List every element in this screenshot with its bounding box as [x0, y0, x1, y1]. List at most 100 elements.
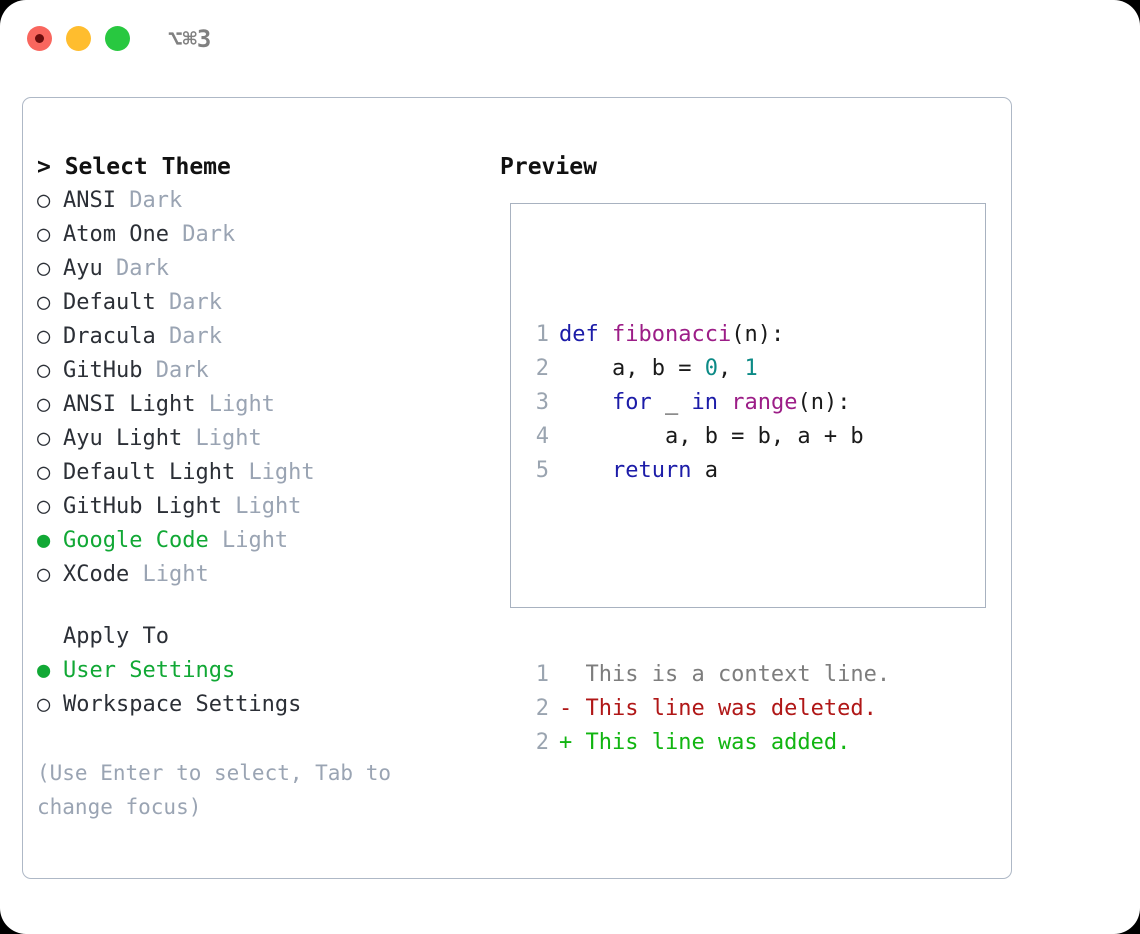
apply-to-option-label: User Settings	[63, 658, 236, 683]
diff-line-text: This is a context line.	[559, 662, 891, 687]
apply-to-option[interactable]: ○Workspace Settings	[37, 688, 477, 722]
line-number: 1	[535, 662, 549, 687]
keyboard-hint-text: (Use Enter to select, Tab to change focu…	[37, 761, 392, 819]
theme-option[interactable]: ○XCode Light	[37, 558, 477, 592]
radio-unselected-icon: ○	[37, 188, 51, 213]
radio-selected-icon: ●	[37, 528, 51, 553]
radio-unselected-icon: ○	[37, 494, 51, 519]
line-number: 2	[535, 730, 549, 755]
diff-lines: 1 This is a context line. 2 - This line wa…	[523, 658, 890, 760]
title-bar: ⌥⌘3	[0, 0, 1140, 78]
code-token: _	[651, 390, 692, 415]
select-theme-heading: > Select Theme	[37, 154, 231, 180]
code-line: 2 a, b = 0, 1	[523, 352, 890, 386]
code-token: (n):	[797, 390, 851, 415]
theme-option[interactable]: ○ Default Dark	[37, 286, 477, 320]
close-button-icon[interactable]	[27, 26, 52, 51]
theme-variant-tag: Dark	[116, 256, 169, 281]
theme-list: ○ANSI Dark○Atom One Dark○Ayu Dark○Defaul…	[37, 184, 477, 592]
theme-option[interactable]: ○ GitHub Dark	[37, 354, 477, 388]
code-token: a, b = b, a + b	[559, 424, 864, 449]
maximize-button-icon[interactable]	[105, 26, 130, 51]
spacer	[37, 592, 477, 620]
code-token: (n):	[731, 322, 785, 347]
radio-unselected-icon: ○	[37, 222, 51, 247]
code-line: 5 return a	[523, 454, 890, 488]
theme-option[interactable]: ○Dracula Dark	[37, 320, 477, 354]
theme-variant-tag: Light	[208, 392, 275, 417]
theme-variant-tag: Light	[195, 426, 262, 451]
theme-variant-tag: Dark	[182, 222, 236, 247]
spacer	[37, 722, 477, 756]
theme-option[interactable]: ○ ANSI Dark	[37, 184, 477, 218]
code-token: return	[611, 458, 692, 483]
line-number: 5	[535, 458, 549, 483]
apply-to-option[interactable]: ● User Settings	[37, 654, 477, 688]
theme-picker: > Select Theme ○ANSI Dark○Atom One Dark○…	[37, 150, 477, 824]
theme-option[interactable]: ○Ayu Dark	[37, 252, 477, 286]
theme-option-label: ANSI Light	[63, 392, 196, 417]
code-token: 0	[704, 356, 718, 381]
diff-line: 2 - This line was deleted.	[523, 692, 890, 726]
preview-box	[510, 203, 986, 608]
radio-unselected-icon: ○	[37, 562, 51, 587]
theme-option[interactable]: ○GitHub Light Light	[37, 490, 477, 524]
theme-option-label: Atom One	[63, 222, 169, 247]
blank-line	[523, 556, 890, 590]
code-token: def	[559, 322, 612, 347]
preview-section: Preview	[500, 150, 597, 184]
radio-selected-icon: ●	[37, 658, 51, 683]
theme-option[interactable]: ○ Atom One Dark	[37, 218, 477, 252]
code-token: in	[691, 390, 718, 415]
theme-variant-tag: Dark	[155, 358, 209, 383]
theme-variant-tag: Dark	[129, 188, 183, 213]
theme-option-label: Ayu Light	[63, 426, 183, 451]
diff-line-text: - This line was deleted.	[559, 696, 877, 721]
radio-unselected-icon: ○	[37, 392, 51, 417]
radio-unselected-icon: ○	[37, 460, 51, 485]
theme-option[interactable]: ● Google Code Light	[37, 524, 477, 558]
apply-to-option-label: Workspace Settings	[63, 692, 302, 717]
theme-option-label: ANSI	[63, 188, 116, 213]
code-token: for	[611, 390, 652, 415]
radio-unselected-icon: ○	[37, 290, 51, 315]
theme-option[interactable]: ○ Default Light Light	[37, 456, 477, 490]
apply-to-heading: Apply To	[63, 624, 169, 649]
theme-variant-tag: Light	[248, 460, 315, 485]
preview-heading: Preview	[500, 154, 597, 180]
minimize-button-icon[interactable]	[66, 26, 91, 51]
theme-variant-tag: Light	[221, 528, 289, 553]
code-token: a, b =	[559, 356, 705, 381]
code-token	[559, 390, 612, 415]
keyboard-shortcut-label: ⌥⌘3	[168, 25, 212, 53]
theme-option-label: Ayu	[63, 256, 103, 281]
theme-variant-tag: Dark	[168, 324, 222, 349]
line-number: 3	[535, 390, 549, 415]
theme-variant-tag: Light	[142, 562, 209, 587]
code-token	[718, 390, 731, 415]
diff-line: 1 This is a context line.	[523, 658, 890, 692]
theme-option-label: GitHub	[63, 358, 143, 383]
code-line: 3 for _ in range(n):	[523, 386, 890, 420]
radio-unselected-icon: ○	[37, 426, 51, 451]
line-number: 1	[535, 322, 549, 347]
radio-unselected-icon: ○	[37, 324, 51, 349]
theme-option-label: Default Light	[63, 460, 236, 485]
diff-line: 2 + This line was added.	[523, 726, 890, 760]
theme-option-label: Default	[63, 290, 156, 315]
diff-line-text: + This line was added.	[559, 730, 851, 755]
code-token: range	[731, 390, 798, 415]
code-token: ,	[717, 356, 745, 381]
apply-to-list: ● User Settings ○Workspace Settings	[37, 654, 477, 722]
theme-variant-tag: Dark	[168, 290, 222, 315]
theme-option-label: Google Code	[63, 528, 209, 553]
theme-option[interactable]: ○ Ayu Light Light	[37, 422, 477, 456]
line-number: 2	[535, 356, 549, 381]
radio-unselected-icon: ○	[37, 358, 51, 383]
code-line: 4 a, b = b, a + b	[523, 420, 890, 454]
theme-option[interactable]: ○ ANSI Light Light	[37, 388, 477, 422]
line-number: 2	[535, 696, 549, 721]
